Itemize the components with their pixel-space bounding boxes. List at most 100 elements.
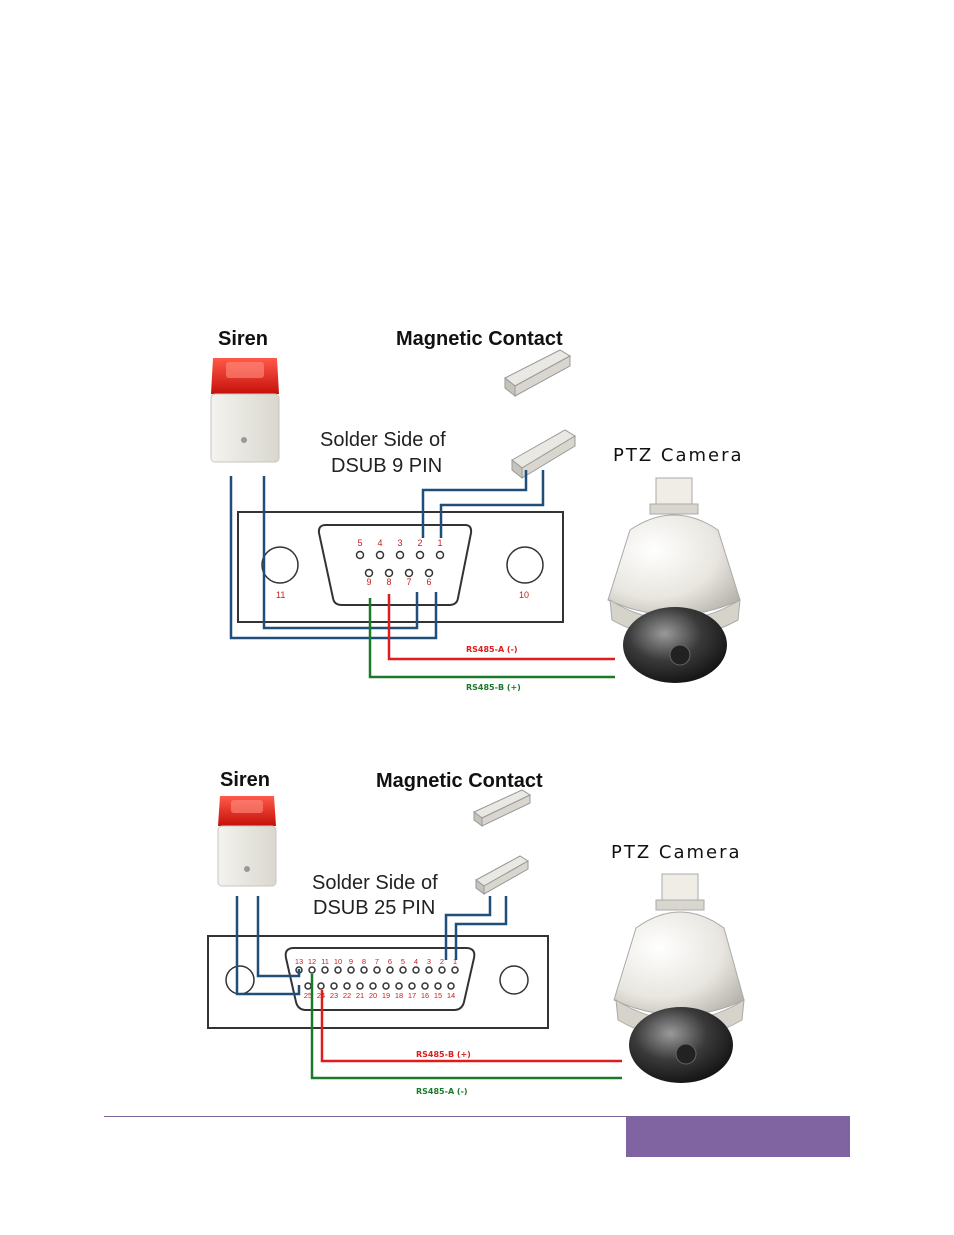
dsub25-pin-label-16: 16	[421, 991, 429, 1000]
dsub25-pin-label-10: 10	[334, 957, 342, 966]
dsub25-pin-label-6: 6	[388, 957, 392, 966]
dsub25-pin-label-23: 23	[330, 991, 338, 1000]
dsub25-pin-label-8: 8	[362, 957, 366, 966]
dsub9-pin-label-3: 3	[397, 538, 402, 548]
dsub25-pin-label-22: 22	[343, 991, 351, 1000]
rs485-a-label-2: RS485-A (-)	[416, 1087, 468, 1096]
solder-side-label-2-line2: DSUB 25 PIN	[313, 897, 435, 919]
dsub25-pin-18	[395, 982, 403, 990]
dsub25-pin-25	[304, 982, 312, 990]
dsub25-pin-23	[330, 982, 338, 990]
dsub25-pin-label-14: 14	[447, 991, 455, 1000]
siren-wire-1	[229, 476, 438, 640]
dsub25-pin-24	[317, 982, 325, 990]
dsub25-pin-4	[412, 966, 420, 974]
diagram-dsub25: Siren Magnetic Contact PTZ Camera Solder…	[207, 769, 745, 1096]
ptz-camera-label-2: PTZ Camera	[611, 842, 742, 863]
dsub25-pin-15	[434, 982, 442, 990]
dsub9-pin-6	[424, 568, 434, 578]
siren-icon	[210, 358, 280, 463]
ptz-camera-icon-2	[613, 873, 745, 1083]
dsub25-pin-11	[321, 966, 329, 974]
dsub9-pin-2	[415, 550, 425, 560]
dsub9-pin-4	[375, 550, 385, 560]
dsub25-wires	[235, 896, 622, 1080]
ptz-camera-icon	[607, 477, 741, 683]
dsub25-pin-20	[369, 982, 377, 990]
solder-side-label-line2: DSUB 9 PIN	[331, 455, 442, 477]
dsub9-pin-5	[355, 550, 365, 560]
contact-wire-1	[421, 470, 528, 538]
contact-wire-2b	[454, 896, 508, 960]
footer-rule	[104, 1116, 850, 1117]
dsub9-pin-label-7: 7	[406, 577, 411, 587]
dsub25-pin-12	[308, 966, 316, 974]
rs485-b-wire-2	[320, 990, 622, 1063]
siren-label: Siren	[218, 328, 268, 350]
dsub9-pin-7	[404, 568, 414, 578]
mount-label-right: 10	[519, 590, 529, 600]
dsub9-pin-label-6: 6	[426, 577, 431, 587]
rs485-a-wire-2	[310, 974, 622, 1080]
mount-hole-right-2	[499, 965, 529, 995]
dsub25-pin-label-18: 18	[395, 991, 403, 1000]
dsub9-pin-label-2: 2	[417, 538, 422, 548]
siren-wire-2	[262, 476, 419, 630]
dsub9-pin-8	[384, 568, 394, 578]
dsub25-pin-label-19: 19	[382, 991, 390, 1000]
diagram-dsub9: Siren Magnetic Contact PTZ Camera Solder…	[210, 328, 744, 692]
mount-hole-left-2	[225, 965, 255, 995]
dsub25-pin-10	[334, 966, 342, 974]
rs485-b-label: RS485-B (+)	[466, 683, 521, 692]
solder-side-label-line1: Solder Side of	[320, 429, 446, 451]
siren-wire-2a	[235, 896, 301, 996]
mount-hole-right	[506, 546, 544, 584]
dsub25-pin-22	[343, 982, 351, 990]
dsub25-pin-5	[399, 966, 407, 974]
dsub25-pin-21	[356, 982, 364, 990]
rs485-a-wire	[387, 594, 615, 661]
dsub9-pin-label-5: 5	[357, 538, 362, 548]
dsub25-pin-label-21: 21	[356, 991, 364, 1000]
dsub25-pin-8	[360, 966, 368, 974]
rs485-a-label: RS485-A (-)	[466, 645, 518, 654]
dsub25-pin-17	[408, 982, 416, 990]
dsub9-pin-3	[395, 550, 405, 560]
solder-side-label-2-line1: Solder Side of	[312, 872, 438, 894]
dsub25-pin-label-25: 25	[304, 991, 312, 1000]
magnetic-contact-label: Magnetic Contact	[396, 328, 563, 350]
rs485-b-label-2: RS485-B (+)	[416, 1050, 471, 1059]
dsub25-pin-14	[447, 982, 455, 990]
contact-wire-2a	[444, 896, 492, 960]
dsub25-pin-label-20: 20	[369, 991, 377, 1000]
dsub9-pin-label-4: 4	[377, 538, 382, 548]
dsub9-pin-label-1: 1	[437, 538, 442, 548]
dsub9-pin-9	[364, 568, 374, 578]
ptz-camera-label: PTZ Camera	[613, 445, 744, 466]
siren-wire-2b	[256, 896, 301, 978]
dsub25-pin-label-11: 11	[321, 957, 329, 966]
dsub9-pin-1	[435, 550, 445, 560]
dsub9-wires	[229, 470, 615, 679]
siren-icon-2	[217, 796, 277, 887]
mount-label-left: 11	[276, 590, 285, 600]
footer-accent-box	[626, 1117, 850, 1157]
dsub25-pin-6	[386, 966, 394, 974]
dsub25-pin-label-17: 17	[408, 991, 416, 1000]
siren-label-2: Siren	[220, 769, 270, 791]
dsub25-pin-9	[347, 966, 355, 974]
dsub25-pin-label-15: 15	[434, 991, 442, 1000]
dsub25-pin-label-13: 13	[295, 957, 303, 966]
dsub9-pin-label-8: 8	[386, 577, 391, 587]
magnetic-contact-label-2: Magnetic Contact	[376, 770, 543, 792]
dsub25-pin-label-3: 3	[427, 957, 431, 966]
dsub25-pin-label-2: 2	[440, 957, 444, 966]
dsub25-pin-3	[425, 966, 433, 974]
dsub25-pin-16	[421, 982, 429, 990]
dsub25-pin-19	[382, 982, 390, 990]
